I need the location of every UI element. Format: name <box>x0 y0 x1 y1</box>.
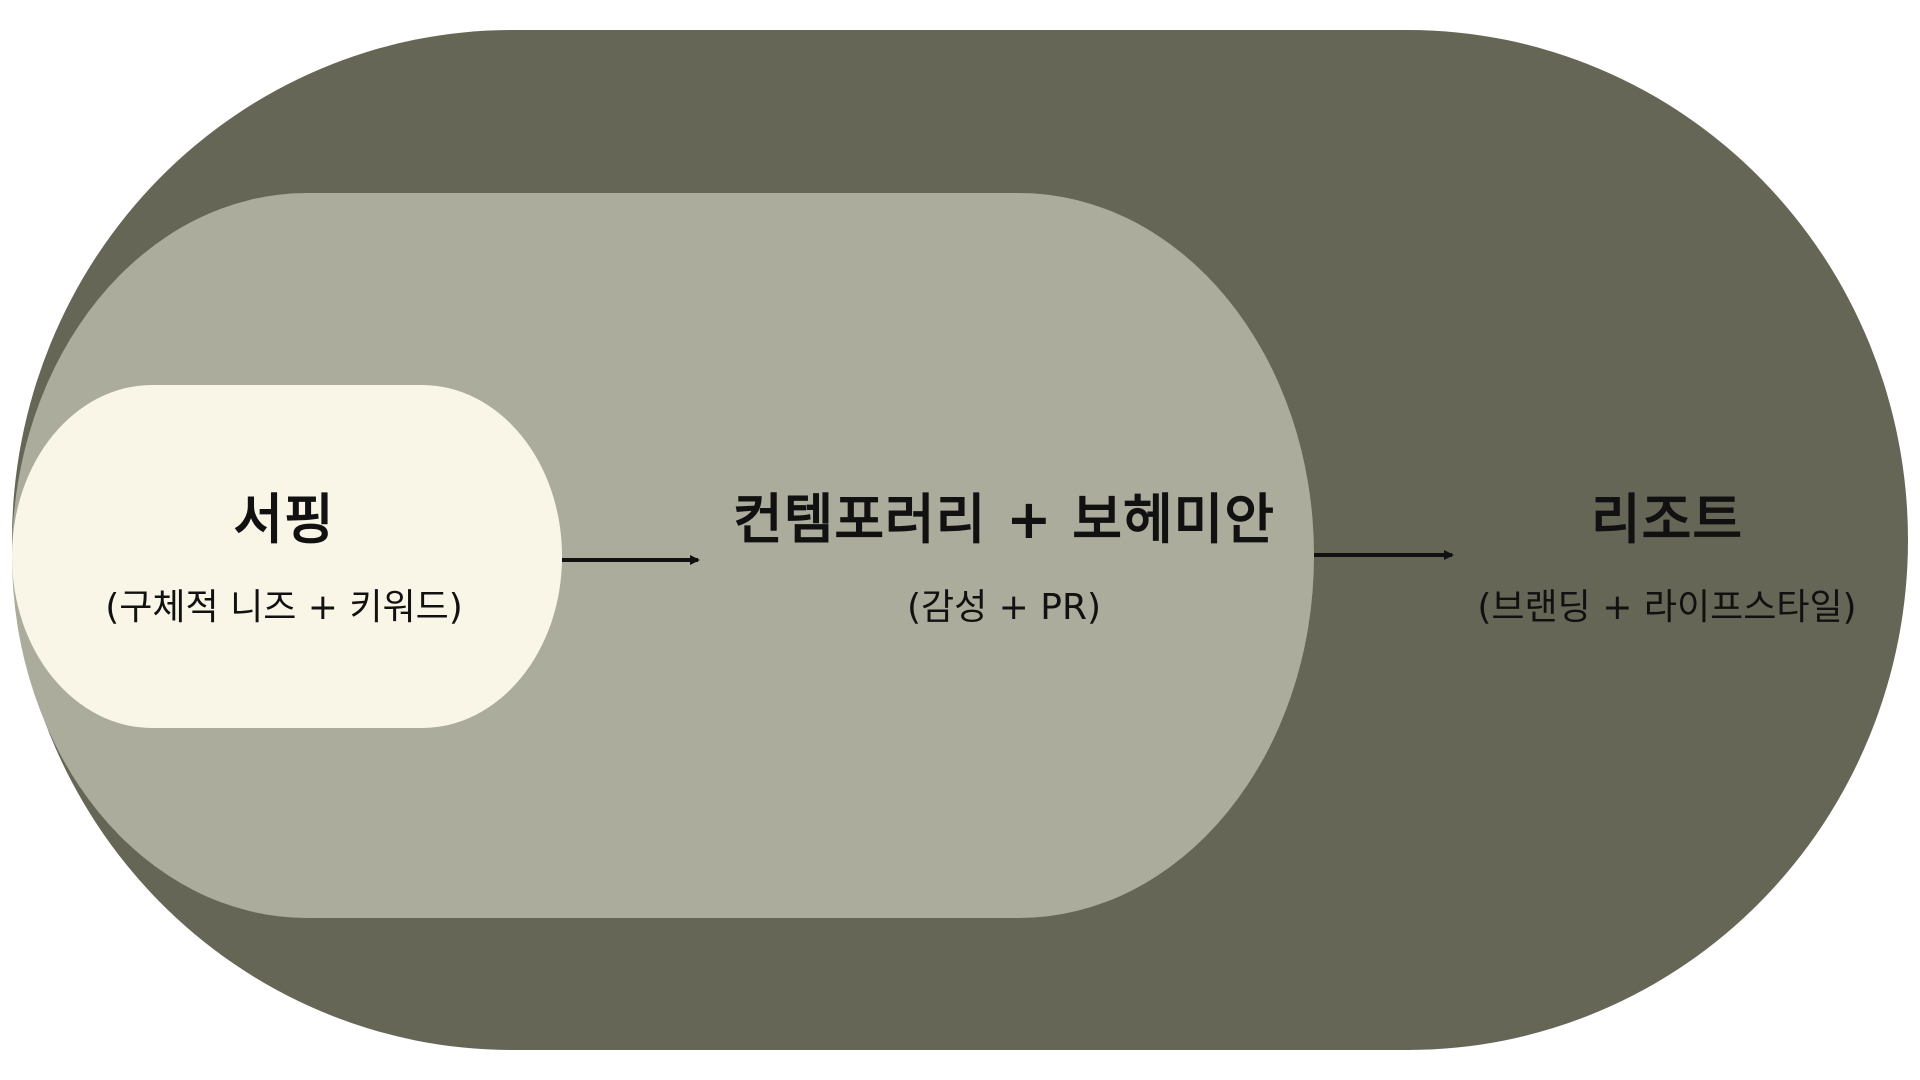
stage2-subtitle: (감성 + PR) <box>906 587 1102 628</box>
stage3-title: 리조트 <box>1590 488 1744 551</box>
middle-stage-shape <box>12 193 1314 918</box>
stage3-subtitle: (브랜딩 + 라이프스타일) <box>1477 587 1857 628</box>
inner-stage-shape <box>12 385 562 728</box>
stage1-title: 서핑 <box>233 488 335 551</box>
stage2-title: 컨템포러리 + 보헤미안 <box>733 488 1275 551</box>
stage1-subtitle: (구체적 니즈 + 키워드) <box>105 587 463 628</box>
